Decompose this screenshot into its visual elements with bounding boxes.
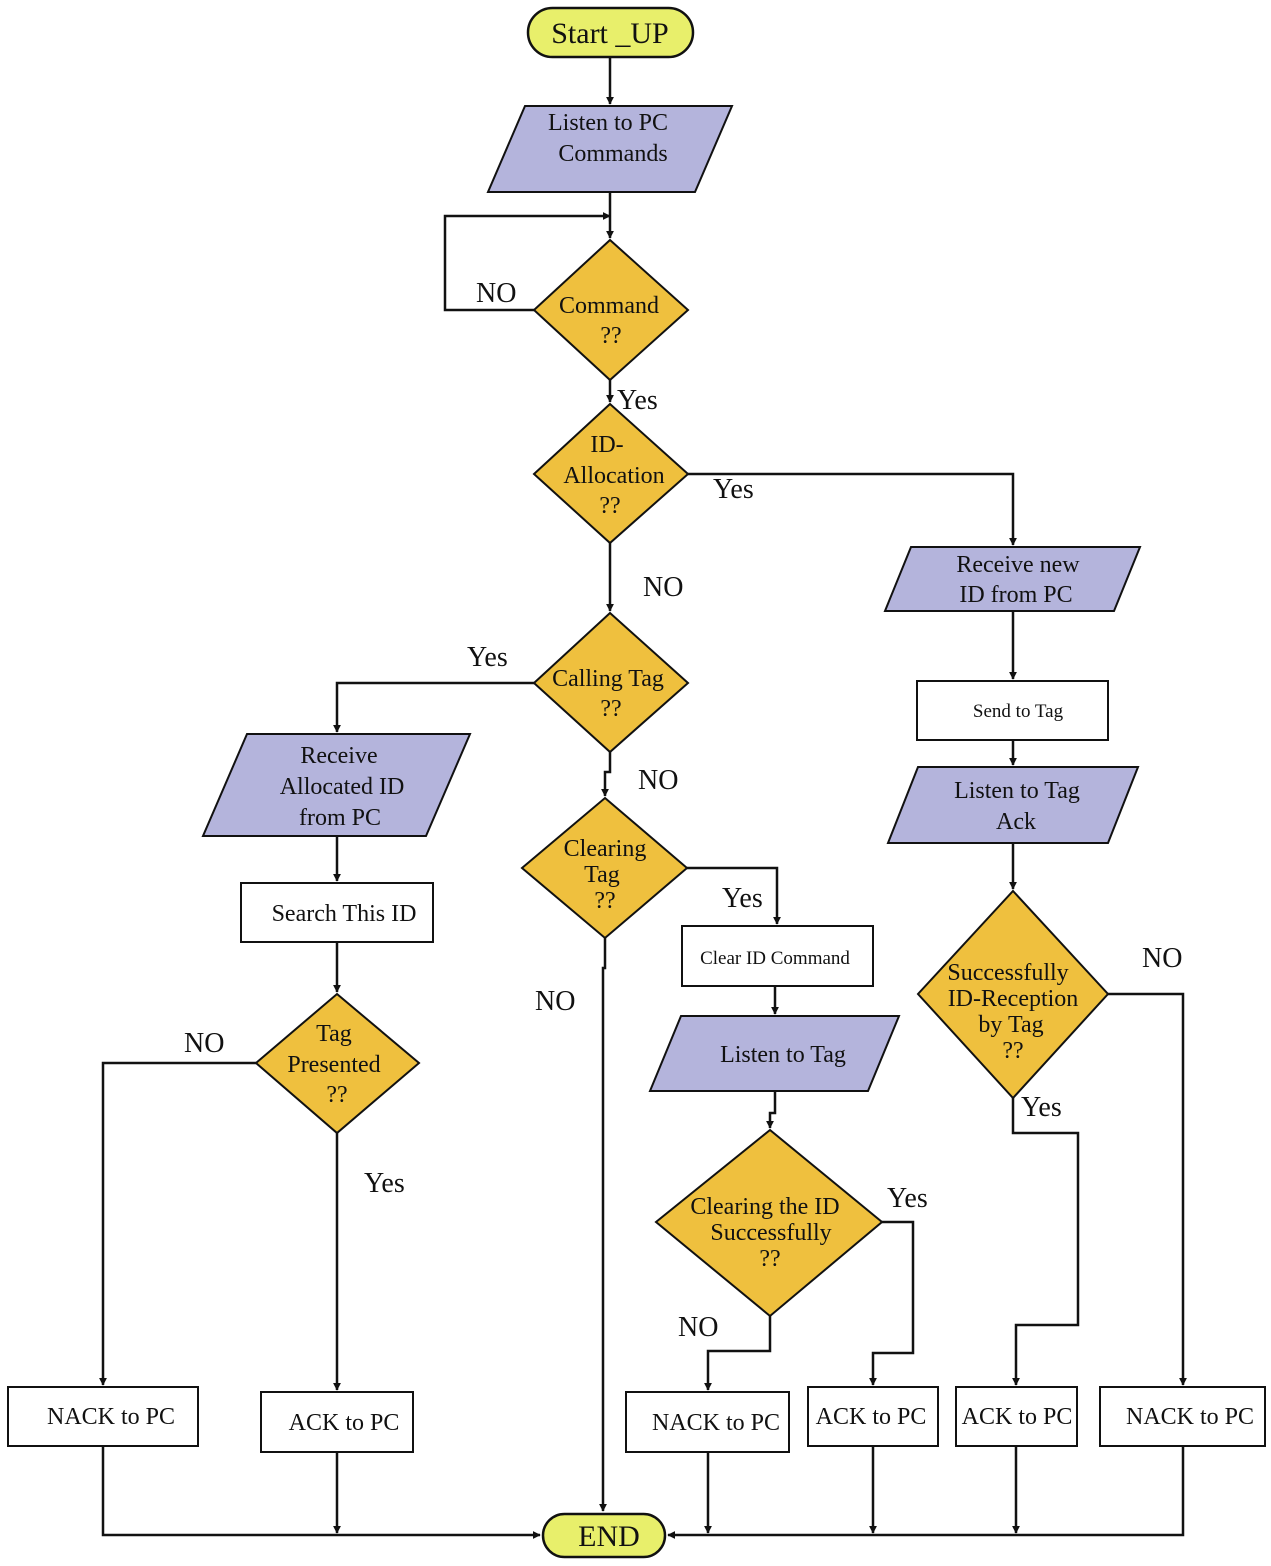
edge-label-clearing-yes: Yes [722, 883, 763, 914]
nack-box-1 [7, 1386, 199, 1447]
nack-label-1: NACK to PC [47, 1404, 175, 1430]
edge-calling-yes [333, 681, 534, 733]
edge-label-idalloc-no: NO [643, 572, 683, 603]
edge-clearing-no [599, 938, 607, 1512]
edge-label-calling-yes: Yes [467, 642, 508, 673]
calling-tag-decision [532, 611, 690, 754]
listen-tag-ack-label: Listen to Tag Ack [954, 778, 1086, 835]
ack-label-2: ACK to PC [816, 1404, 927, 1430]
edge-tagpres-no [99, 1061, 256, 1386]
edge-label-command-yes: Yes [617, 385, 658, 416]
id-allocation-label: ID- Allocation ?? [563, 432, 670, 519]
search-id-process [240, 882, 434, 943]
clearing-id-ok-label: Clearing the ID Successfully ?? [690, 1194, 845, 1272]
node-labels: Start _UP Listen to PC Commands Command … [47, 17, 1254, 1553]
receive-new-id-label: Receive new ID from PC [956, 552, 1085, 608]
edge-clearok-no [704, 1316, 772, 1391]
nack-label-3: NACK to PC [1126, 1404, 1254, 1430]
edge-label-success-yes: Yes [1021, 1092, 1062, 1123]
edge-labels: NO Yes Yes NO Yes NO Yes NO NO Yes Yes N… [184, 278, 1182, 1343]
command-decision [532, 238, 690, 382]
edges [99, 57, 1187, 1539]
edge-label-success-no: NO [1142, 943, 1182, 974]
start-label: Start _UP [551, 17, 669, 50]
id-allocation-decision [532, 402, 690, 545]
edge-idalloc-yes [688, 472, 1017, 546]
calling-tag-label: Calling Tag ?? [552, 666, 670, 722]
shapes [7, 6, 1266, 1559]
listen-tag-ack-io [886, 766, 1140, 844]
listen-to-tag-io [648, 1015, 901, 1092]
tag-presented-label: Tag Presented ?? [287, 1021, 386, 1108]
receive-allocated-label: Receive Allocated ID from PC [280, 743, 411, 831]
edge-success-no [1108, 992, 1187, 1386]
clearing-id-ok-decision [654, 1128, 884, 1318]
listen-to-tag-label: Listen to Tag [720, 1042, 846, 1068]
edge-label-command-no: NO [476, 278, 516, 309]
receive-new-id-io [883, 546, 1142, 612]
edge-label-clearok-no: NO [678, 1312, 718, 1343]
edge-clearing-yes [687, 866, 781, 925]
ack-box-2 [807, 1386, 939, 1447]
edge-label-clearok-yes: Yes [887, 1183, 928, 1214]
nack-box-3 [1099, 1386, 1266, 1447]
end-terminal [541, 1512, 667, 1559]
end-label: END [578, 1520, 640, 1553]
successfully-id-label: Successfully ID-Reception by Tag ?? [947, 960, 1084, 1064]
listen-pc-label: Listen to PC Commands [548, 110, 674, 167]
edge-success-yes [1011, 1098, 1080, 1386]
send-to-tag-process [916, 680, 1109, 741]
edge-command-no-loop [443, 212, 611, 312]
receive-allocated-io [201, 733, 472, 837]
successfully-id-decision [916, 889, 1110, 1100]
edge-label-tagpres-yes: Yes [364, 1168, 405, 1199]
edge-nack1-to-end [101, 1446, 541, 1539]
search-id-label: Search This ID [272, 901, 417, 927]
start-terminal [526, 6, 695, 59]
edge-label-tagpres-no: NO [184, 1028, 224, 1059]
send-to-tag-label: Send to Tag [973, 701, 1064, 722]
edge-label-idalloc-yes: Yes [713, 474, 754, 505]
edge-calling-no [601, 752, 612, 797]
clear-id-command-process [681, 925, 874, 987]
ack-label-1: ACK to PC [289, 1410, 400, 1436]
ack-box-3 [955, 1386, 1078, 1447]
nack-box-2 [625, 1391, 790, 1453]
edge-listen-tag-to-clear-ok [766, 1091, 777, 1129]
edge-clearok-yes [869, 1220, 915, 1386]
nack-label-2: NACK to PC [652, 1410, 780, 1436]
clear-id-command-label: Clear ID Command [700, 948, 850, 969]
tag-presented-decision [254, 992, 421, 1135]
ack-label-3: ACK to PC [962, 1404, 1073, 1430]
command-label: Command ?? [559, 293, 665, 349]
clearing-tag-decision [520, 796, 689, 940]
clearing-tag-label: Clearing Tag ?? [564, 836, 653, 914]
edge-label-clearing-no: NO [535, 986, 575, 1017]
ack-box-1 [260, 1391, 414, 1453]
listen-pc-io [486, 105, 734, 193]
edge-label-calling-no: NO [638, 765, 678, 796]
edge-nack3-to-end [667, 1446, 1185, 1539]
